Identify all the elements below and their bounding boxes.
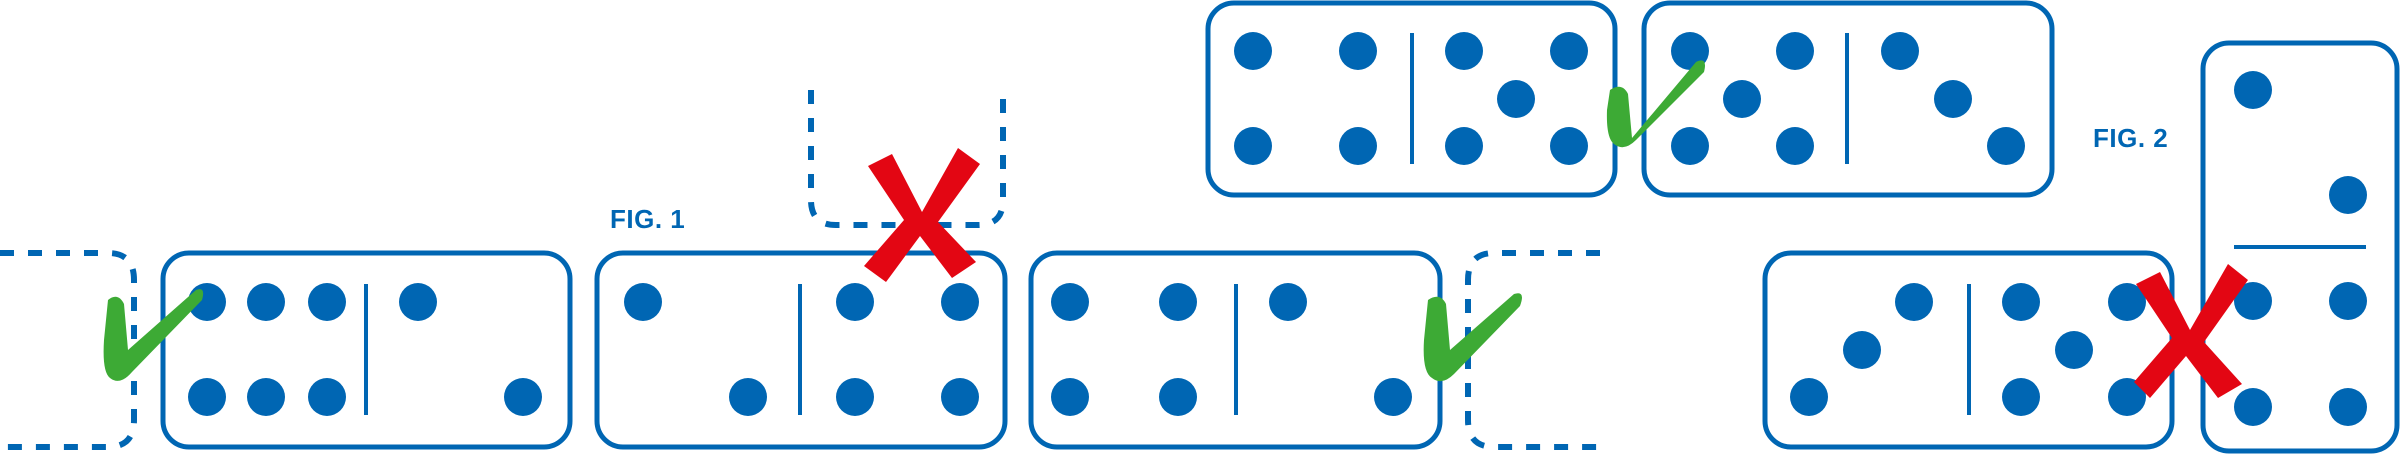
pip <box>308 378 346 416</box>
pip <box>1671 32 1709 70</box>
pip <box>247 283 285 321</box>
pip <box>399 283 437 321</box>
pip <box>1234 127 1272 165</box>
pip <box>941 283 979 321</box>
pip <box>1339 32 1377 70</box>
pip <box>504 378 542 416</box>
pip <box>2234 71 2272 109</box>
dominoes-layer <box>160 0 2400 454</box>
pip <box>2108 378 2146 416</box>
domino-D <box>1205 0 1618 198</box>
pip <box>2329 282 2367 320</box>
pip <box>2329 176 2367 214</box>
pip <box>1159 378 1197 416</box>
pip <box>1159 283 1197 321</box>
pip <box>2329 388 2367 426</box>
pip <box>1776 32 1814 70</box>
domino-E <box>1641 0 2055 198</box>
pip <box>1790 378 1828 416</box>
pip <box>1934 80 1972 118</box>
pip <box>308 283 346 321</box>
pip <box>1776 127 1814 165</box>
check-icon <box>1606 60 1705 148</box>
dashed-slot-top <box>808 90 1006 228</box>
pip <box>1497 80 1535 118</box>
pip <box>188 378 226 416</box>
pip <box>2234 388 2272 426</box>
dashed-slot-left <box>0 250 137 450</box>
pip <box>1723 80 1761 118</box>
pip <box>1445 32 1483 70</box>
pip <box>2055 331 2093 369</box>
domino-G <box>2200 40 2400 454</box>
pip <box>836 283 874 321</box>
check-icon <box>103 289 204 381</box>
pip <box>1339 127 1377 165</box>
dashed-slot-right <box>1465 250 1600 450</box>
pip <box>1051 378 1089 416</box>
pip <box>836 378 874 416</box>
domino-F <box>1762 250 2175 450</box>
pip <box>2002 378 2040 416</box>
pip <box>1374 378 1412 416</box>
domino-A <box>160 250 573 450</box>
pip <box>1550 127 1588 165</box>
pip <box>1051 283 1089 321</box>
pip <box>729 378 767 416</box>
fig1-label: FIG. 1 <box>610 204 686 234</box>
pip <box>1881 32 1919 70</box>
pip <box>941 378 979 416</box>
pip <box>2002 283 2040 321</box>
cross-icon <box>864 148 980 282</box>
fig2-label: FIG. 2 <box>2093 123 2169 153</box>
pip <box>1671 127 1709 165</box>
pip <box>1843 331 1881 369</box>
pip <box>1550 32 1588 70</box>
domino-B <box>594 250 1008 450</box>
pip <box>1445 127 1483 165</box>
pip <box>2234 282 2272 320</box>
pip <box>1234 32 1272 70</box>
pip <box>1269 283 1307 321</box>
pip <box>1987 127 2025 165</box>
check-icon <box>1423 293 1522 382</box>
pip <box>624 283 662 321</box>
pip <box>2108 283 2146 321</box>
pip <box>1895 283 1933 321</box>
pip <box>247 378 285 416</box>
domino-C <box>1028 250 1443 450</box>
cross-icon <box>2134 264 2248 398</box>
